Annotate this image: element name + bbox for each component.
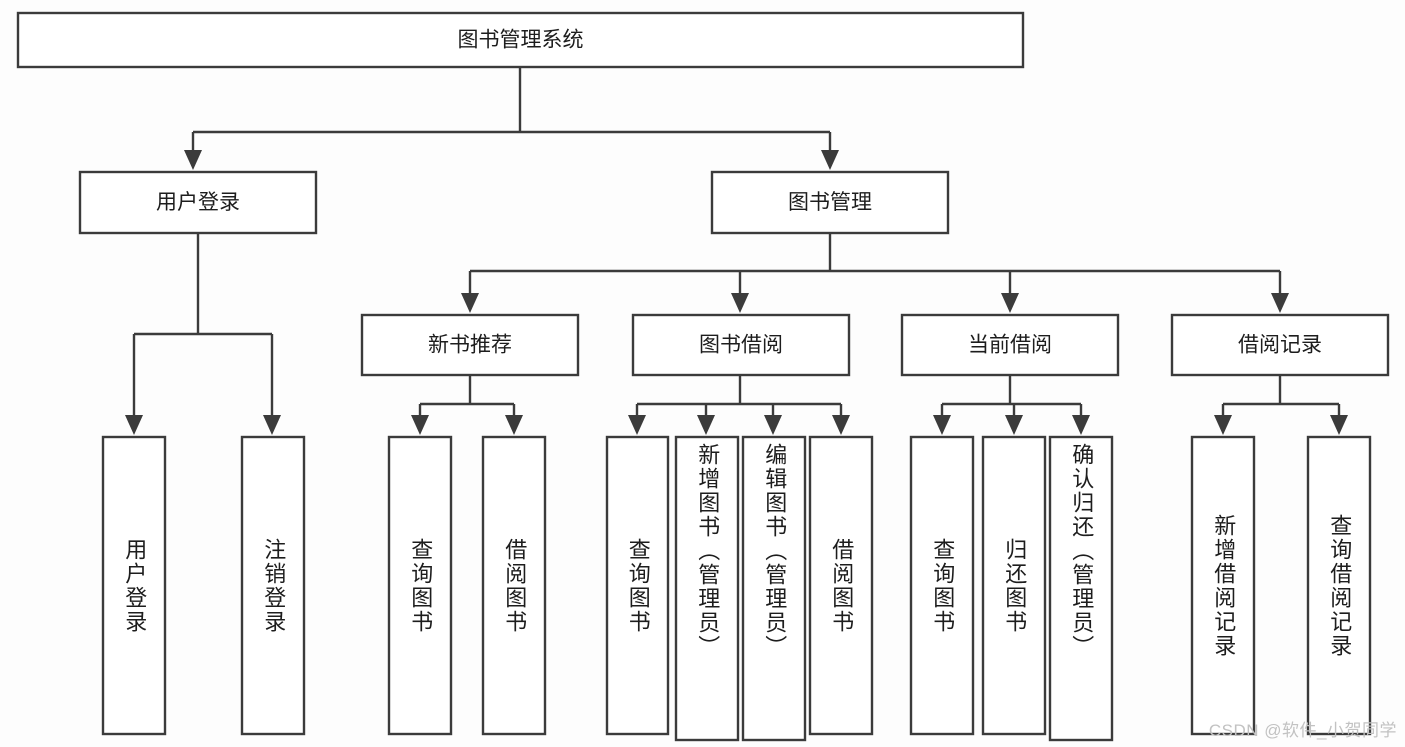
arrow-to-leaf-edit-book	[764, 415, 782, 435]
level3-node-label-current-borrow: 当前借阅	[968, 334, 1052, 357]
level3-node-box-new-book-rec[interactable]	[360, 313, 580, 377]
level2-node-box-user-login[interactable]	[78, 170, 318, 235]
arrow-to-user-login	[184, 150, 202, 170]
arrow-to-leaf-user-logout	[263, 415, 281, 435]
arrow-to-leaf-query-book-borrow	[628, 415, 646, 435]
leaf-box-leaf-borrow-book-new[interactable]	[481, 435, 547, 736]
connector-layer	[132, 67, 1341, 416]
arrow-to-new-book-rec	[461, 293, 479, 313]
leaf-box-leaf-query-record[interactable]	[1306, 435, 1372, 736]
leaf-box-leaf-edit-book[interactable]	[741, 435, 807, 742]
level2-node-box-book-manage[interactable]	[710, 170, 950, 235]
arrow-to-borrow-record	[1271, 293, 1289, 313]
arrow-to-leaf-user-login	[125, 415, 143, 435]
root-node-label: 图书管理系统	[458, 29, 584, 52]
node-box-layer	[16, 11, 1390, 742]
arrow-to-leaf-return-book	[1005, 415, 1023, 435]
level3-node-box-borrow-record[interactable]	[1170, 313, 1390, 377]
arrow-to-leaf-borrow-book	[832, 415, 850, 435]
leaf-box-leaf-borrow-book[interactable]	[808, 435, 874, 736]
level2-node-label-user-login: 用户登录	[156, 191, 240, 214]
level3-node-box-book-borrow[interactable]	[631, 313, 851, 377]
arrow-to-book-borrow	[731, 293, 749, 313]
level3-node-label-new-book-rec: 新书推荐	[428, 334, 512, 357]
root-node-box[interactable]	[16, 11, 1025, 69]
arrow-to-current-borrow	[1001, 293, 1019, 313]
leaf-box-leaf-query-book-borrow[interactable]	[605, 435, 670, 736]
arrow-to-leaf-add-record	[1214, 415, 1232, 435]
arrow-to-leaf-query-book-new	[411, 415, 429, 435]
csdn-watermark: CSDN @软件_小贺同学	[1208, 721, 1397, 740]
arrow-to-leaf-add-book	[697, 415, 715, 435]
arrow-to-leaf-borrow-book-new	[505, 415, 523, 435]
arrow-to-leaf-confirm-return	[1072, 415, 1090, 435]
leaf-box-leaf-user-login[interactable]	[101, 435, 167, 736]
level3-node-label-book-borrow: 图书借阅	[699, 334, 783, 357]
arrow-to-book-manage	[821, 150, 839, 170]
leaf-box-leaf-user-logout[interactable]	[240, 435, 306, 736]
leaf-box-leaf-query-book-new[interactable]	[387, 435, 453, 736]
arrow-head-layer	[125, 150, 1348, 435]
leaf-box-leaf-add-record[interactable]	[1190, 435, 1256, 736]
leaf-box-leaf-confirm-return[interactable]	[1048, 435, 1114, 742]
level2-node-label-book-manage: 图书管理	[788, 191, 872, 214]
leaf-box-leaf-query-book-current[interactable]	[909, 435, 975, 736]
leaf-box-leaf-add-book[interactable]	[674, 435, 740, 742]
arrow-to-leaf-query-book-current	[933, 415, 951, 435]
arrow-to-leaf-query-record	[1330, 415, 1348, 435]
leaf-box-leaf-return-book[interactable]	[981, 435, 1047, 736]
level3-node-label-borrow-record: 借阅记录	[1238, 334, 1322, 357]
level3-node-box-current-borrow[interactable]	[900, 313, 1120, 377]
